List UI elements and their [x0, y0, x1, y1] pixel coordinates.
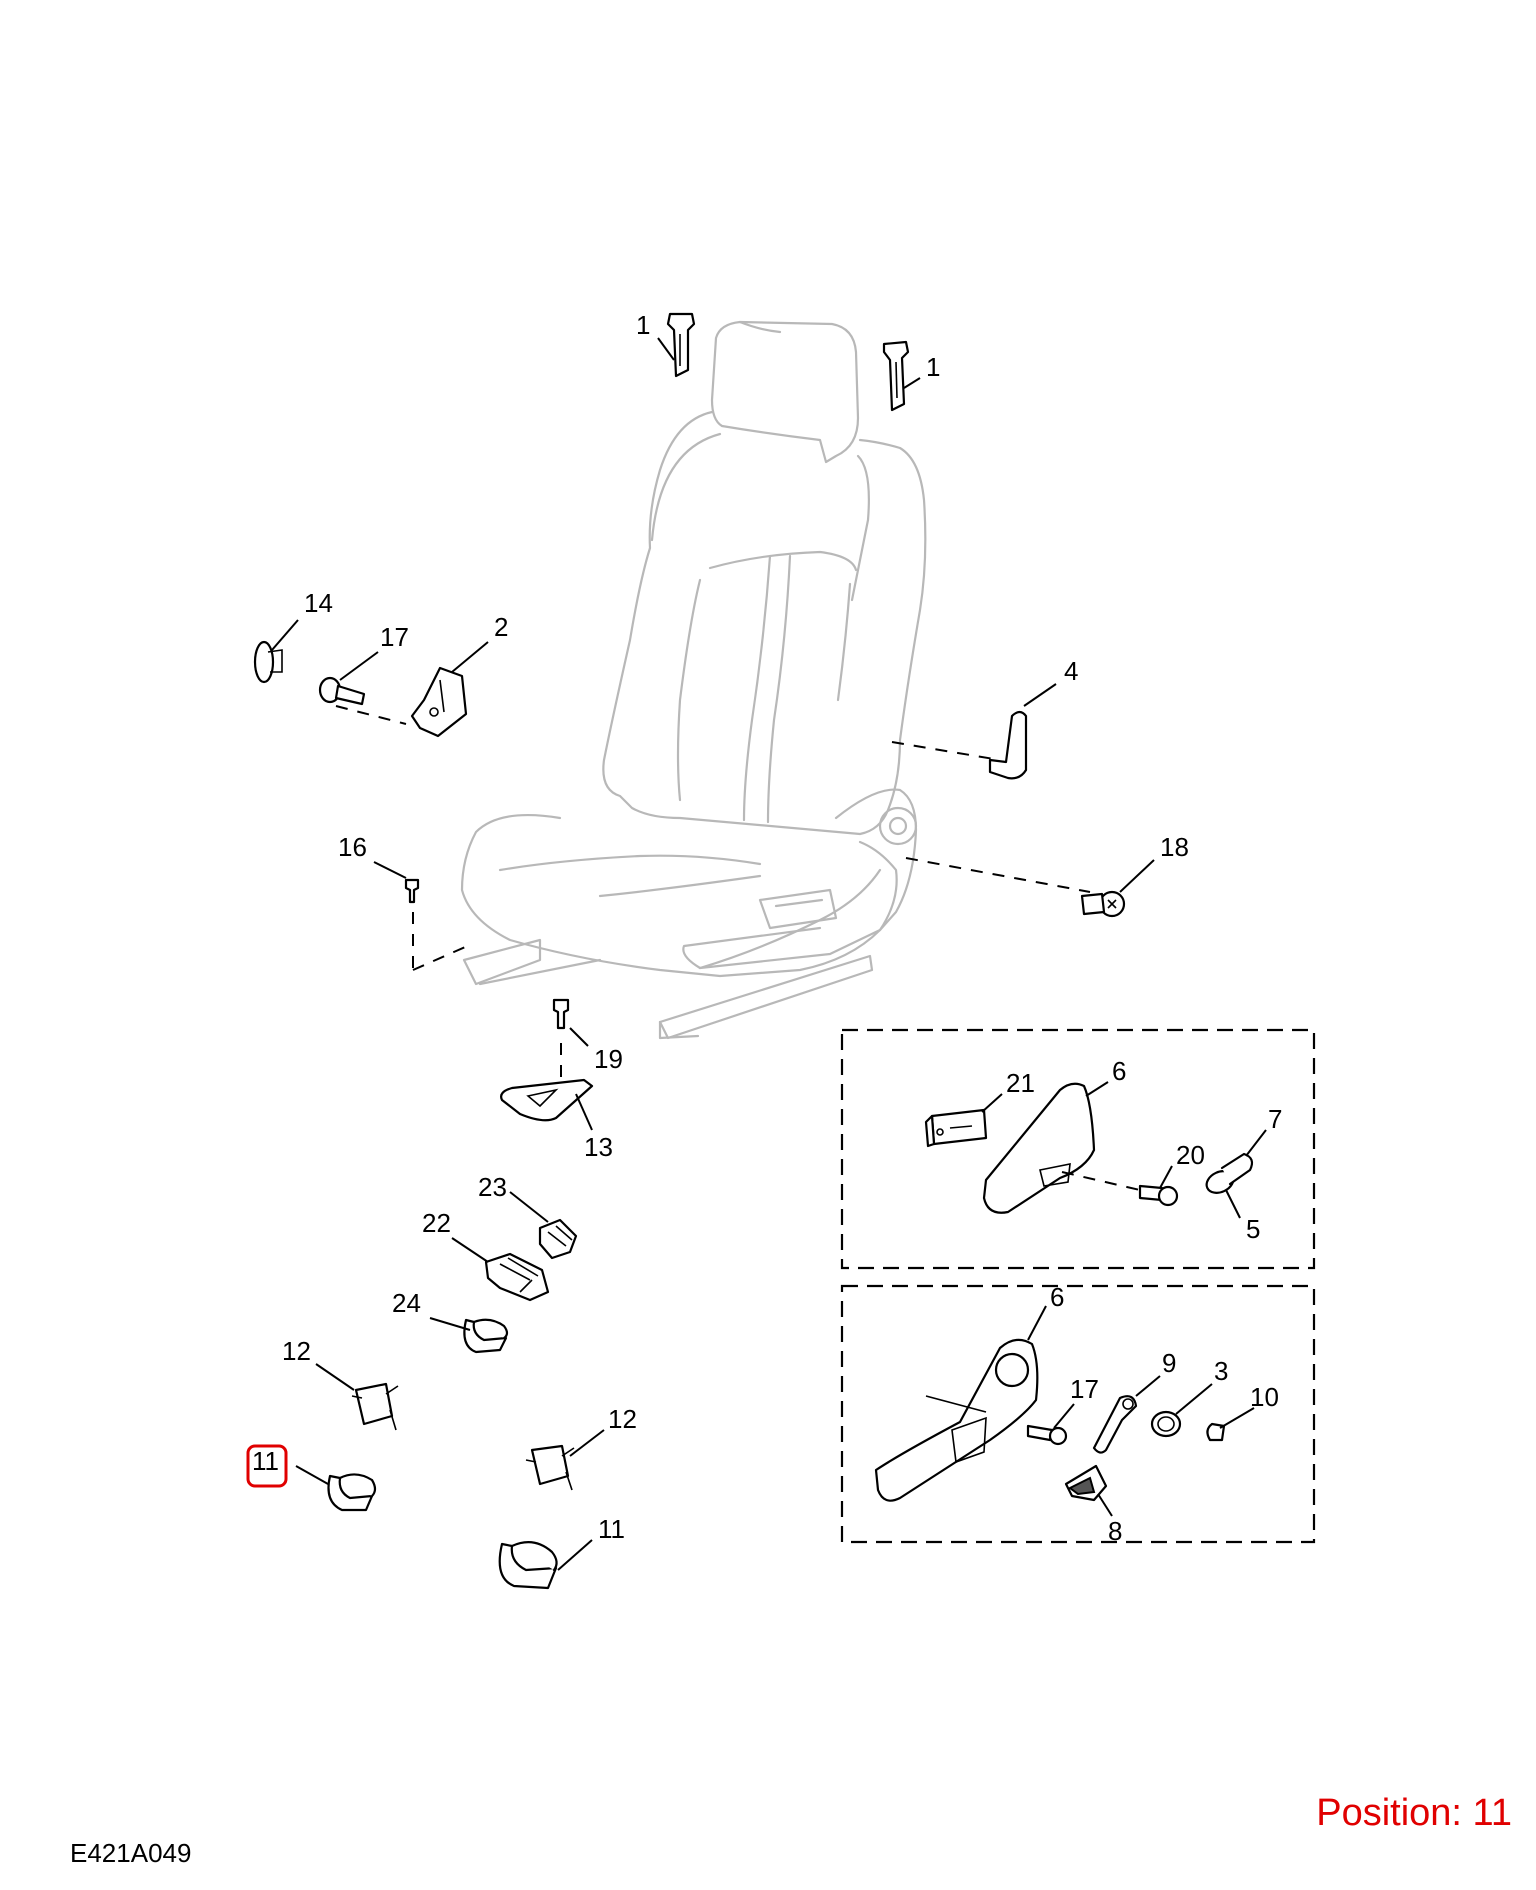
- callout-1-left[interactable]: 1: [636, 310, 650, 340]
- part-12-clip-right: [525, 1444, 575, 1491]
- part-23-clip: [538, 1218, 578, 1260]
- part-6-side-cover-upper: [982, 1082, 1096, 1214]
- part-12-clip-left: [351, 1382, 399, 1431]
- part-18-bolt: [1080, 890, 1126, 918]
- part-6-side-cover-lower: [874, 1338, 1039, 1502]
- callout-23[interactable]: 23: [478, 1172, 507, 1202]
- callout-2[interactable]: 2: [494, 612, 508, 642]
- callout-6-lower[interactable]: 6: [1050, 1282, 1064, 1312]
- callout-24[interactable]: 24: [392, 1288, 421, 1318]
- part-9-lever: [1092, 1395, 1138, 1454]
- part-16-screw: [404, 878, 420, 904]
- callout-1-right[interactable]: 1: [926, 352, 940, 382]
- part-22-clip: [484, 1252, 550, 1302]
- callout-11[interactable]: 11: [598, 1514, 625, 1544]
- callout-8[interactable]: 8: [1108, 1516, 1122, 1546]
- part-17-bolt: [318, 676, 366, 706]
- part-7-bezel: [1220, 1152, 1254, 1186]
- callout-17-upper[interactable]: 17: [380, 622, 409, 652]
- part-8-knob: [1064, 1464, 1108, 1502]
- callout-6-upper[interactable]: 6: [1112, 1056, 1126, 1086]
- callout-9[interactable]: 9: [1162, 1348, 1176, 1378]
- part-24-clip: [463, 1318, 509, 1354]
- callout-14[interactable]: 14: [304, 588, 333, 618]
- detail-box-lower: [840, 1284, 1316, 1544]
- seat-outline: [460, 320, 927, 1040]
- part-1-headrest-guide-left: [666, 312, 696, 378]
- selected-callout-highlight: [246, 1444, 288, 1488]
- callout-leaders: [271, 337, 1267, 1571]
- callout-7[interactable]: 7: [1268, 1104, 1282, 1134]
- callout-11-highlighted[interactable]: 11: [252, 1446, 279, 1476]
- callout-4[interactable]: 4: [1064, 656, 1078, 686]
- callout-12-right[interactable]: 12: [608, 1404, 637, 1434]
- part-4-recline-lever: [988, 710, 1028, 780]
- diagram-reference-code: E421A049: [70, 1838, 192, 1868]
- callout-5[interactable]: 5: [1246, 1214, 1260, 1244]
- callout-22[interactable]: 22: [422, 1208, 451, 1238]
- callout-16[interactable]: 16: [338, 832, 367, 862]
- part-11-clip-highlighted: [327, 1473, 377, 1512]
- callout-12-left[interactable]: 12: [282, 1336, 311, 1366]
- callout-21[interactable]: 21: [1006, 1068, 1035, 1098]
- part-2-bracket: [410, 666, 468, 738]
- assembly-leaders: [335, 705, 1091, 1080]
- part-14-cover-cap: [253, 640, 283, 684]
- part-3-knob: [1150, 1410, 1182, 1438]
- part-19-screw: [552, 998, 570, 1030]
- detail-box-upper: [840, 1028, 1316, 1270]
- callout-20[interactable]: 20: [1176, 1140, 1205, 1170]
- part-10-clip: [1206, 1422, 1226, 1442]
- callout-17-lower[interactable]: 17: [1070, 1374, 1099, 1404]
- part-21-switch-module: [924, 1108, 988, 1148]
- leader-6-to-20: [1061, 1171, 1141, 1191]
- callout-3[interactable]: 3: [1214, 1356, 1228, 1386]
- part-13-release-handle: [500, 1078, 594, 1122]
- part-20-screw: [1138, 1184, 1179, 1207]
- callout-19[interactable]: 19: [594, 1044, 623, 1074]
- callout-labels: 1 1 14 17 2 4 16 18 19 13 23 22 24 12 11…: [252, 310, 1282, 1546]
- part-17-screw-lower: [1026, 1424, 1068, 1446]
- callout-13[interactable]: 13: [584, 1132, 613, 1162]
- part-1-headrest-guide-right: [882, 340, 910, 412]
- callout-18[interactable]: 18: [1160, 832, 1189, 862]
- part-11-clip: [498, 1541, 558, 1590]
- callout-10[interactable]: 10: [1250, 1382, 1279, 1412]
- position-indicator: Position: 11: [1316, 1792, 1512, 1834]
